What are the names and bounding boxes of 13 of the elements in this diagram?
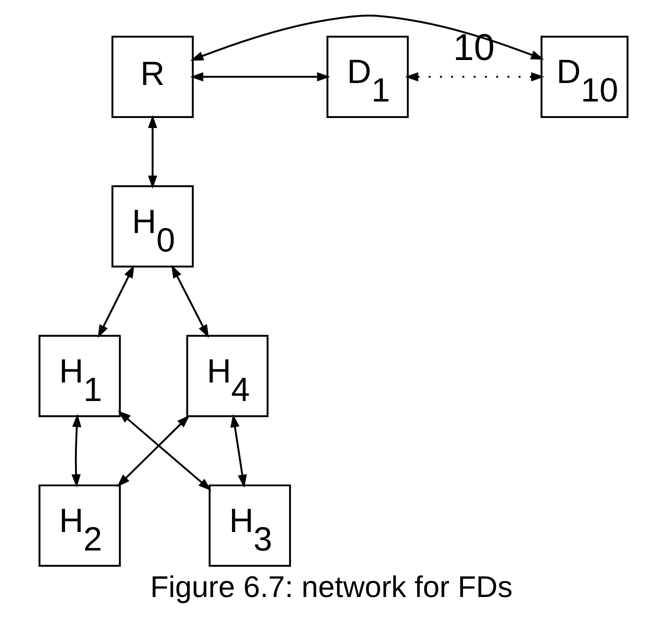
arrow <box>72 414 82 488</box>
arrow <box>190 72 330 82</box>
node-box: R <box>111 36 194 118</box>
arrow <box>230 414 247 488</box>
arrow <box>190 14 544 61</box>
caption: Figure 6.7: network for FDs <box>150 571 513 604</box>
arrow <box>118 410 212 491</box>
arrow <box>148 114 158 189</box>
arrow <box>116 414 190 487</box>
arrow <box>171 264 209 338</box>
arrow <box>405 72 544 82</box>
arrow <box>98 264 134 338</box>
edge-label: 10 <box>453 26 495 68</box>
